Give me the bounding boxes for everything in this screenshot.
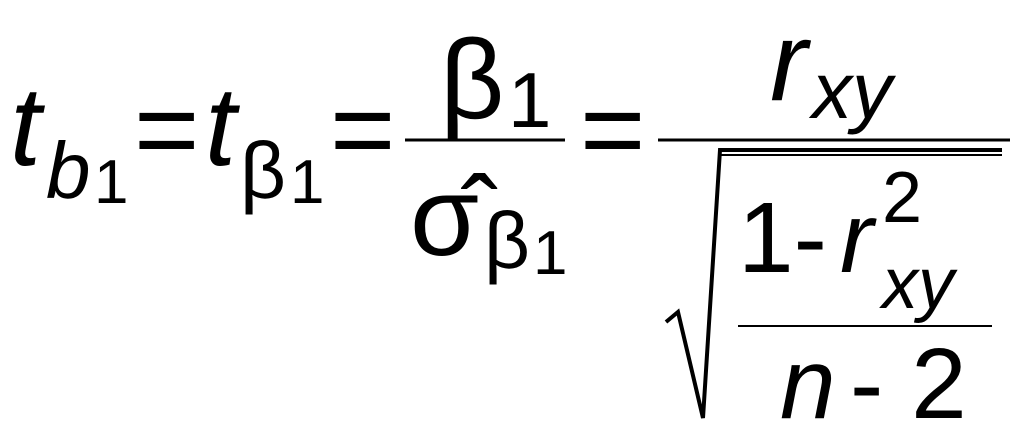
sub-b: b (46, 126, 91, 215)
sub-1: 1 (533, 219, 567, 288)
equals-sign-3: = (580, 67, 645, 192)
sub-beta: β (240, 126, 286, 215)
sub-1: 1 (508, 56, 551, 144)
mid-term: t β 1 (205, 64, 324, 217)
one-minus: 1- (738, 182, 827, 294)
equals-sign-2: = (330, 67, 395, 192)
beta-symbol: β (440, 17, 504, 142)
fraction-2: r xy 1- r 2 xy n - 2 (658, 0, 1010, 439)
sup-2: 2 (882, 158, 922, 238)
sub-1: 1 (94, 148, 128, 217)
r-symbol: r (840, 182, 877, 294)
fraction-1: β 1 σ̂ β 1 (405, 17, 567, 288)
sub-beta: β (484, 196, 530, 285)
t-symbol: t (10, 64, 45, 189)
square-root (664, 148, 1002, 419)
sub-xy: xy (879, 244, 958, 324)
radical-sign (664, 148, 1002, 419)
n-symbol: n (780, 328, 836, 439)
sub-1: 1 (290, 148, 324, 217)
minus-two: - 2 (850, 328, 967, 439)
t-symbol: t (205, 64, 240, 189)
r-symbol: r (770, 0, 812, 124)
sub-xy: xy (808, 46, 897, 135)
equals-sign-1: = (134, 67, 199, 192)
lhs-term: t b 1 (10, 64, 128, 217)
